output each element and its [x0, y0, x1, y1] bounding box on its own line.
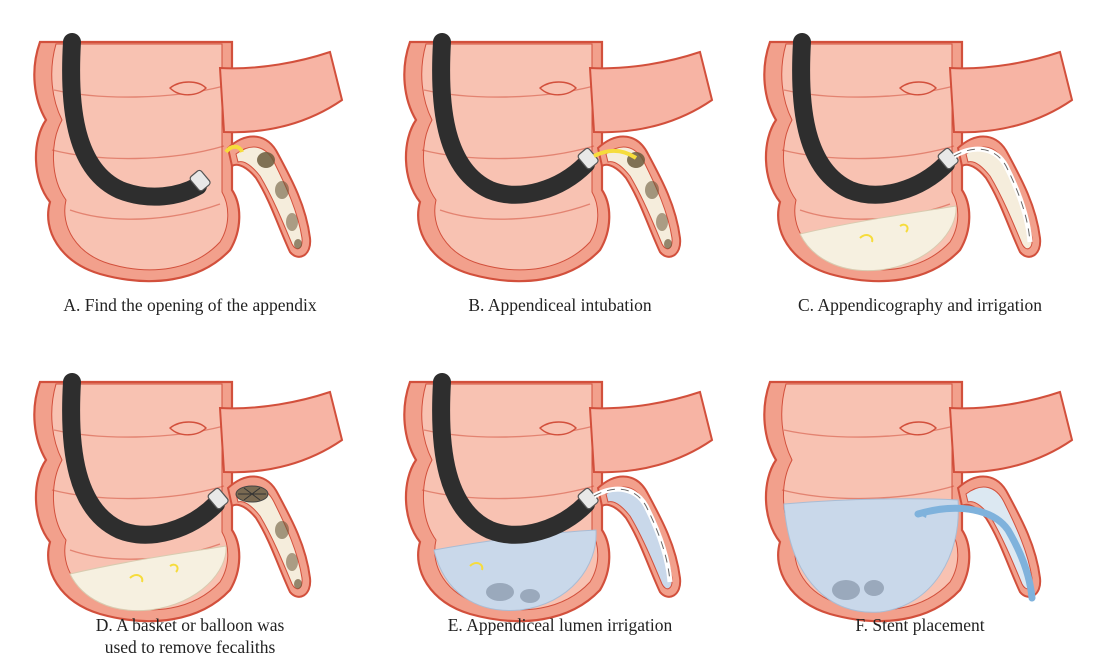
caption-d-line2: used to remove fecaliths — [104, 637, 276, 657]
illustration-c — [763, 33, 1074, 283]
caption-c: C. Appendicography and irrigation — [798, 295, 1042, 315]
panel-a — [20, 30, 380, 290]
illustration-b — [403, 33, 714, 283]
illustration-d — [33, 373, 344, 623]
illustration-e — [403, 373, 714, 623]
caption-e: E. Appendiceal lumen irrigation — [447, 615, 673, 635]
caption-a: A. Find the opening of the appendix — [63, 295, 317, 315]
panel-d — [20, 370, 380, 630]
caption-f: F. Stent placement — [855, 615, 985, 635]
panel-b — [390, 30, 750, 290]
panel-c — [750, 30, 1104, 290]
illustration-a — [33, 33, 344, 283]
panel-e — [390, 370, 750, 630]
panel-f — [750, 370, 1104, 630]
caption-d-line1: D. A basket or balloon was — [95, 615, 285, 635]
caption-b: B. Appendiceal intubation — [468, 295, 652, 315]
illustration-f — [763, 380, 1074, 623]
